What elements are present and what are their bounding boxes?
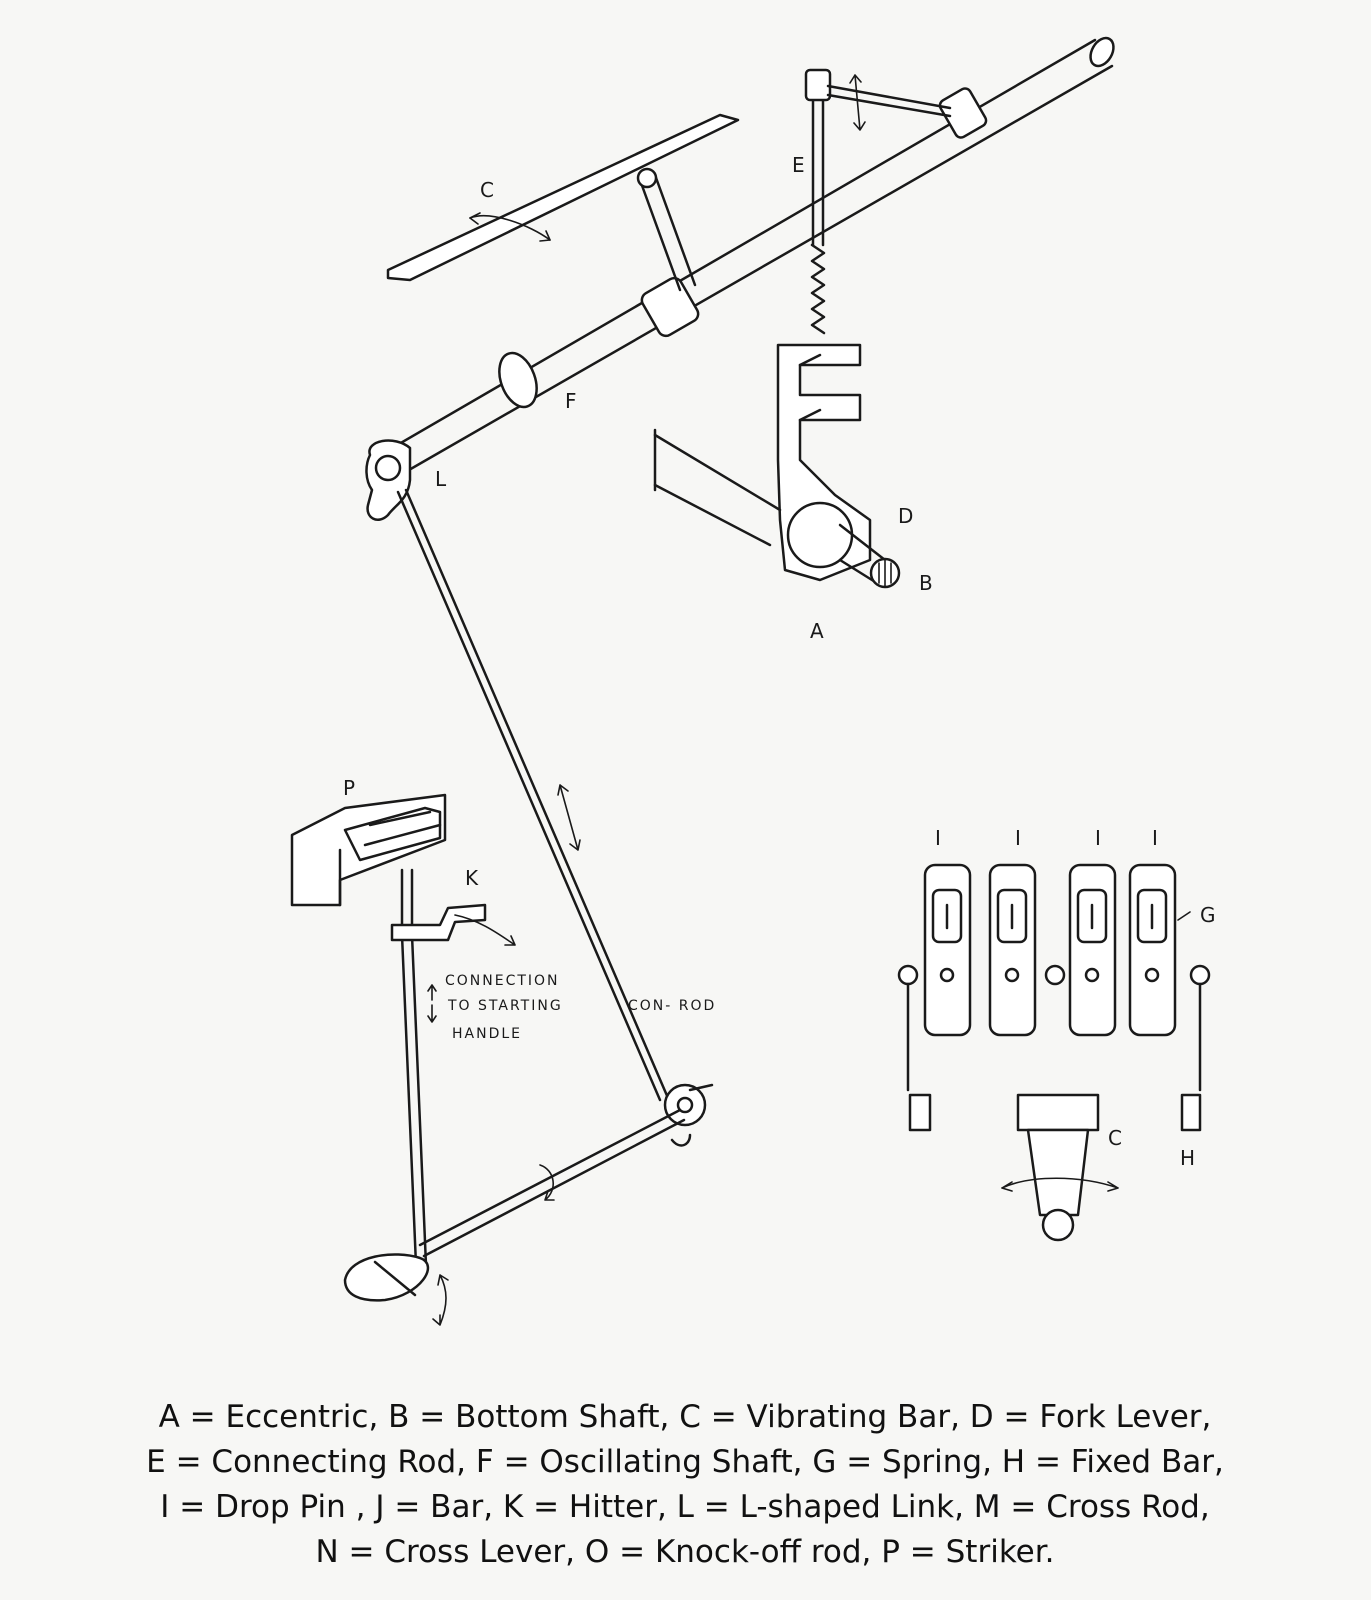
label-P: P — [343, 776, 355, 800]
annotation-connection-2: TO STARTING — [447, 998, 563, 1014]
legend-line-1: A = Eccentric, B = Bottom Shaft, C = Vib… — [158, 1399, 1212, 1435]
con-rod — [396, 488, 670, 1102]
knock-off-rod — [343, 933, 449, 1326]
hitter — [390, 868, 516, 1023]
label-I-3: I — [1095, 826, 1101, 850]
label-K: K — [465, 866, 479, 890]
label-D: D — [898, 504, 913, 528]
label-H: H — [1180, 1146, 1195, 1170]
bottom-shaft — [653, 428, 901, 589]
label-C: C — [480, 178, 494, 202]
label-A: A — [810, 619, 824, 643]
striker-block — [290, 793, 447, 907]
legend-line-2: E = Connecting Rod, F = Oscillating Shaf… — [146, 1444, 1224, 1480]
label-E: E — [792, 153, 805, 177]
label-B: B — [919, 571, 933, 595]
label-I-1: I — [935, 826, 941, 850]
l-shaped-link — [365, 439, 412, 521]
mechanism-diagram: I I I I C E F L — [290, 36, 1216, 1326]
oscillating-shaft — [378, 36, 1115, 480]
label-I-4: I — [1152, 826, 1158, 850]
vibrating-bar — [386, 113, 740, 292]
legend-line-4: N = Cross Lever, O = Knock-off rod, P = … — [315, 1534, 1055, 1570]
label-C-inset: C — [1108, 1126, 1122, 1150]
label-F: F — [565, 389, 577, 413]
cross-rod — [418, 1108, 686, 1258]
inset-fixed-bar — [908, 1093, 1202, 1132]
annotation-con-rod: CON- ROD — [628, 998, 716, 1014]
label-G: G — [1200, 903, 1216, 927]
connecting-rod — [804, 68, 952, 335]
legend: A = Eccentric, B = Bottom Shaft, C = Vib… — [40, 1395, 1330, 1575]
legend-line-3: I = Drop Pin , J = Bar, K = Hitter, L = … — [160, 1489, 1210, 1525]
label-I-2: I — [1015, 826, 1021, 850]
label-L: L — [435, 467, 447, 491]
inset-drop-pins: I I I I — [897, 826, 1211, 1092]
annotation-connection-1: CONNECTION — [445, 973, 560, 989]
cross-lever — [663, 1083, 714, 1147]
inset-vibrating-bar — [1001, 1093, 1119, 1242]
annotation-connection-3: HANDLE — [452, 1026, 522, 1042]
